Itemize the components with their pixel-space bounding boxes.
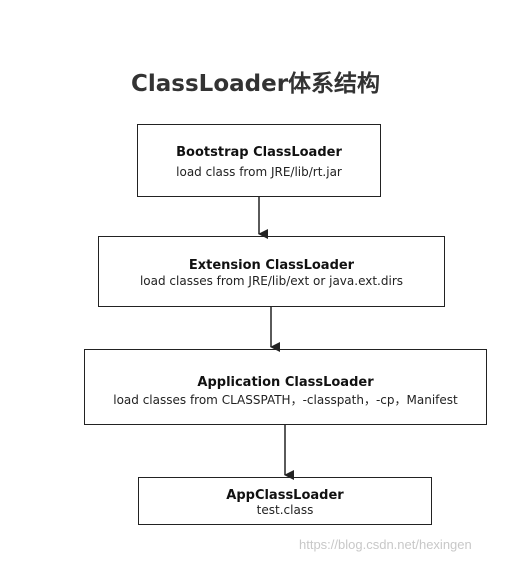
app-classloader-node: AppClassLoader test.class <box>138 477 432 525</box>
node-name: AppClassLoader <box>226 488 344 503</box>
watermark-text: https://blog.csdn.net/hexingen <box>299 537 472 552</box>
node-description: load class from JRE/lib/rt.jar <box>176 165 342 179</box>
diagram-title: ClassLoader体系结构 <box>131 71 381 97</box>
node-description: load classes from CLASSPATH，-classpath，-… <box>113 392 458 407</box>
node-name: Bootstrap ClassLoader <box>176 145 342 160</box>
node-name: Application ClassLoader <box>197 374 374 390</box>
bootstrap-classloader-node: Bootstrap ClassLoader load class from JR… <box>137 124 381 197</box>
node-description: load classes from JRE/lib/ext or java.ex… <box>139 274 404 288</box>
node-description: test.class <box>256 503 314 517</box>
application-classloader-node: Application ClassLoader load classes fro… <box>84 349 487 425</box>
extension-classloader-node: Extension ClassLoader load classes from … <box>98 236 445 307</box>
node-name: Extension ClassLoader <box>188 258 355 273</box>
